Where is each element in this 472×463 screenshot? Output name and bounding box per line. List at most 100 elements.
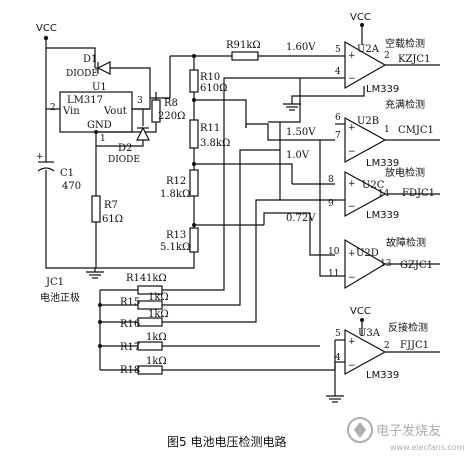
u3a-unit: U3A: [358, 328, 381, 339]
u2d-unit: U2D: [356, 248, 379, 259]
u1-vout: Vout: [103, 106, 127, 117]
diode-d1: D1 DIODE: [66, 54, 151, 92]
watermark-url: www.elecfans.com: [390, 443, 465, 452]
u1-pin3: 3: [137, 96, 143, 106]
r16-label: R16: [120, 319, 140, 330]
u2c-net: FDJC1: [402, 188, 435, 199]
svg-text:+: +: [348, 249, 356, 259]
u1-label: U1: [92, 82, 107, 93]
r17-value: 1kΩ: [146, 332, 167, 343]
r12-value: 1.8kΩ: [160, 189, 190, 200]
r16-value: 1kΩ: [148, 309, 169, 320]
battery-connector-jc1: JC1 电池正极: [40, 277, 80, 304]
r10-value: 610Ω: [200, 83, 227, 94]
resistor-r16: R16 1kΩ: [120, 309, 169, 330]
comparator-u3a: 5 4 + − U3A 2 LM339: [335, 328, 399, 381]
r18-value: 1kΩ: [146, 356, 167, 367]
svg-text:+: +: [348, 179, 356, 189]
resistor-r12: R12 1.8kΩ: [160, 169, 199, 200]
u2c-chip: LM339: [366, 210, 399, 221]
resistor-r7: R7 61Ω: [91, 195, 123, 225]
d1-label: D1: [83, 54, 97, 65]
comparator-u2b: 6 7 + − U2B 1 LM339: [335, 113, 399, 169]
vcc-left: VCC: [36, 23, 57, 41]
resistor-r18: R18 1kΩ: [120, 356, 167, 376]
u2a-net: KZJC1: [398, 54, 430, 65]
comparator-u2a: 5 4 + − U2A 2 LM339: [335, 40, 399, 95]
u1-pin2: 2: [50, 103, 56, 113]
capacitor-c1: + C1 470: [36, 152, 81, 192]
r14-value: 1kΩ: [146, 273, 167, 284]
ground-u3a: [326, 395, 344, 403]
u1-type: LM317: [67, 95, 103, 106]
svg-text:−: −: [348, 202, 356, 212]
r12-label: R12: [166, 176, 186, 187]
u2b-pin-b: 7: [335, 131, 341, 141]
r11-label: R11: [200, 123, 220, 134]
resistor-r10: R10 610Ω: [189, 69, 227, 94]
figure-caption: 图5 电池电压检测电路: [167, 434, 286, 449]
d1-type: DIODE: [66, 69, 98, 79]
svg-text:−: −: [348, 273, 356, 283]
u2d-net: GZJC1: [400, 260, 433, 271]
u2c-pin-b: 9: [328, 199, 334, 209]
u2a-pin-out: 2: [384, 51, 390, 61]
resistor-r8: R8 220Ω: [151, 98, 185, 123]
jc1-ref: JC1: [45, 277, 64, 288]
watermark-logo: 电子发烧友 www.elecfans.com: [347, 417, 465, 452]
u2c-pin-out: 14: [378, 189, 390, 199]
svg-text:+: +: [348, 123, 356, 133]
u2b-func: 充满检测: [385, 98, 425, 111]
u2b-pin-a: 6: [335, 113, 341, 123]
u3a-func: 反接检测: [388, 321, 428, 334]
comparator-u2c: 8 9 + − U2C 14 LM339: [328, 170, 399, 221]
u2d-pin-b: 11: [328, 269, 339, 279]
comparator-u2d: 10 11 + − U2D 13: [328, 238, 392, 290]
vcc-left-label: VCC: [36, 23, 57, 34]
r13-label: R13: [166, 230, 186, 241]
voltage-3: 1.0V: [286, 150, 310, 161]
r14-label: R14: [126, 273, 146, 284]
r8-value: 220Ω: [158, 111, 185, 122]
vcc-u3-label: VCC: [350, 306, 371, 317]
r15-label: R15: [120, 297, 140, 308]
voltage-1: 1.60V: [286, 42, 316, 53]
u1-pin1: 1: [100, 134, 106, 144]
resistor-r9: R9 1kΩ: [226, 40, 261, 61]
diode-d2: D2 DIODE: [96, 109, 150, 165]
voltage-2: 1.50V: [286, 127, 316, 138]
jc1-label: 电池正极: [40, 291, 80, 304]
svg-text:−: −: [348, 74, 356, 84]
u2a-pin-b: 4: [335, 67, 341, 77]
u3a-net: FJJC1: [400, 340, 429, 351]
u2c-pin-a: 8: [328, 175, 334, 185]
svg-text:−: −: [348, 361, 356, 371]
u2d-func: 故障检测: [386, 236, 426, 249]
svg-text:+: +: [348, 51, 356, 61]
r11-value: 3.8kΩ: [200, 138, 230, 149]
u3a-pin-out: 2: [384, 341, 390, 351]
u2a-chip: LM339: [366, 84, 399, 95]
r9-label: R9: [226, 40, 240, 51]
r8-label: R8: [164, 98, 178, 109]
r15-value: 1kΩ: [148, 292, 169, 303]
u2b-pin-out: 1: [384, 125, 390, 135]
svg-text:+: +: [36, 152, 44, 162]
voltage-4: 0.72V: [286, 213, 316, 224]
resistor-r14: R14 1kΩ: [126, 273, 167, 295]
r17-label: R17: [120, 342, 140, 353]
u2a-pin-a: 5: [335, 45, 341, 55]
svg-text:+: +: [348, 337, 356, 347]
u2a-unit: U2A: [357, 44, 380, 55]
ground-left: [86, 268, 104, 279]
u2b-net: CMJC1: [398, 125, 434, 136]
u2b-chip: LM339: [366, 158, 399, 169]
u2c-unit: U2C: [362, 180, 385, 191]
r7-value: 61Ω: [102, 214, 123, 225]
c1-label: C1: [60, 168, 74, 179]
r10-label: R10: [200, 72, 220, 83]
regulator-u1: U1 LM317 Vin Vout GND 2 3 1: [50, 82, 143, 144]
u3a-pin-a: 5: [335, 329, 341, 339]
resistor-r13: R13 5.1kΩ: [160, 227, 199, 253]
